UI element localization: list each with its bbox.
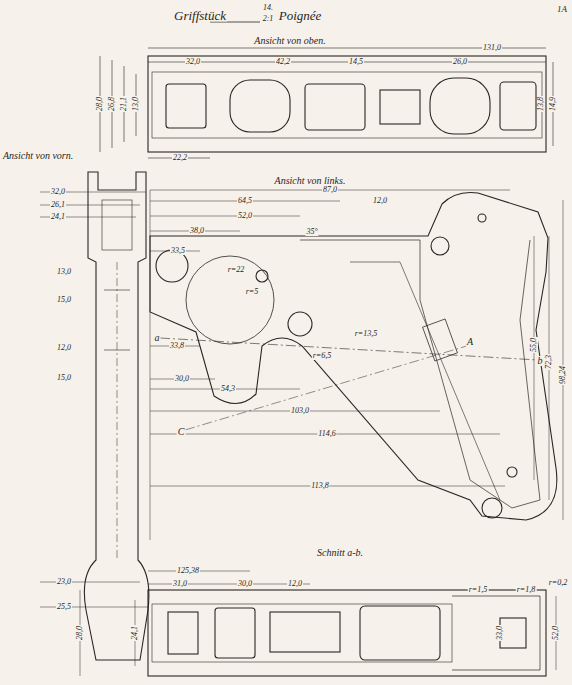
dimension-label: 131,0 (482, 44, 502, 52)
dimension-label: 35° (305, 228, 318, 236)
dimension-label: 24,1 (50, 213, 66, 221)
dimension-label: 15,0 (56, 374, 72, 382)
dimension-label: 33,5 (170, 247, 186, 255)
dimension-label: 13,0 (56, 268, 72, 276)
dimension-label: r=0,2 (548, 579, 569, 587)
dimension-label: 1A (556, 5, 568, 14)
dimension-label: 103,0 (290, 407, 310, 415)
dimension-label: 98,24 (559, 365, 567, 385)
dimension-label: 13,0 (132, 96, 140, 112)
dimension-label: 12,0 (56, 344, 72, 352)
dimension-label: 31,0 (172, 580, 188, 588)
dimension-label: 28,0 (96, 96, 104, 112)
dimension-label: 114,6 (317, 430, 336, 438)
dimension-label: b (537, 356, 544, 366)
dimension-label: 12,0 (372, 197, 388, 205)
dimension-label: 52,0 (237, 212, 253, 220)
dimension-label: 32,0 (50, 188, 66, 196)
dimension-label: r=13,5 (354, 330, 379, 338)
dimension-label: 32,0 (185, 58, 201, 66)
dimension-label: 64,5 (237, 197, 253, 205)
dimension-label: 15,0 (56, 296, 72, 304)
dimension-label: A (466, 337, 474, 347)
dimension-label: 26,8 (108, 96, 116, 112)
dimension-label: a (154, 333, 161, 343)
dimension-label: 125,38 (176, 567, 200, 575)
dimension-label: 72,3 (545, 354, 553, 370)
dimension-label: Ansicht von vorn. (2, 151, 74, 161)
drawing-title: Griffstück (173, 9, 227, 22)
dimension-label: r=6,5 (312, 352, 333, 360)
dimension-label: r=1,5 (468, 586, 489, 594)
dimension-label: Poignée (278, 9, 323, 22)
dimension-label: 25,5 (56, 603, 72, 611)
dimension-label: Schnitt a-b. (316, 548, 364, 558)
dimension-label: 28,0 (76, 625, 84, 641)
dimension-label: 14,5 (348, 58, 364, 66)
dimension-label: 21,1 (120, 96, 128, 112)
dimension-label: C (177, 427, 186, 437)
dimension-label: 12,0 (287, 580, 303, 588)
dimension-label: 26,1 (50, 201, 66, 209)
dimension-label: 55,0 (530, 337, 538, 353)
dimension-label: r=1,8 (516, 586, 537, 594)
dimension-label: 14. (262, 4, 274, 12)
dimension-label: 33,0 (496, 625, 504, 641)
dimension-label: 26,0 (452, 58, 468, 66)
dimension-label: Ansicht von links. (274, 176, 347, 186)
dimension-label: 52,0 (552, 625, 560, 641)
dimension-label: 30,0 (237, 580, 253, 588)
dimension-label: 22,2 (172, 154, 188, 162)
dimension-label: 42,2 (275, 58, 291, 66)
dimension-label: 30,0 (174, 375, 190, 383)
dimension-label: 38,0 (189, 227, 205, 235)
dimension-label: 13,8 (537, 96, 545, 112)
dimension-label: 33,8 (169, 342, 185, 350)
dimension-label: Ansicht von oben. (253, 36, 326, 46)
dimension-label: 54,3 (220, 385, 236, 393)
dimension-label: 87,0 (322, 186, 338, 194)
dimension-label: r=5 (245, 288, 260, 296)
dimension-label: r=22 (227, 266, 246, 274)
dimension-label: 14,9 (549, 96, 557, 112)
dimension-label: 2:1 (262, 15, 275, 23)
dimension-label: 23,0 (56, 578, 72, 586)
dimension-label: 113,8 (310, 482, 329, 490)
dimension-label: 24,1 (131, 625, 139, 641)
